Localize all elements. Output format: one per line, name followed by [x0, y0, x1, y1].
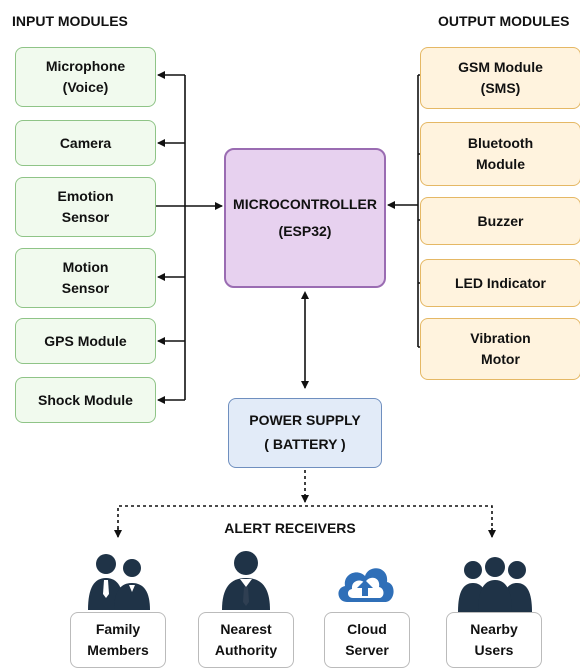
vibration-motor-module: Vibration Motor: [420, 318, 580, 380]
power-supply-box: POWER SUPPLY ( BATTERY ): [228, 398, 382, 468]
input-modules-heading: INPUT MODULES: [12, 13, 128, 29]
receiver-nearby-users: Nearby Users: [446, 612, 542, 668]
led-indicator-module: LED Indicator: [420, 259, 580, 307]
gsm-module: GSM Module (SMS): [420, 47, 580, 109]
microcontroller-label: MICROCONTROLLER: [233, 196, 377, 213]
gps-module: GPS Module: [15, 318, 156, 364]
shock-module: Shock Module: [15, 377, 156, 423]
receiver-nearest-authority: Nearest Authority: [198, 612, 294, 668]
receiver-cloud-server: Cloud Server: [324, 612, 410, 668]
emotion-sensor-module: Emotion Sensor: [15, 177, 156, 237]
microphone-module: Microphone (Voice): [15, 47, 156, 107]
microcontroller-box: MICROCONTROLLER (ESP32): [224, 148, 386, 288]
power-supply-label: POWER SUPPLY: [249, 412, 361, 429]
output-modules-heading: OUTPUT MODULES: [438, 13, 570, 29]
family-icon: [88, 554, 150, 610]
authority-icon: [222, 551, 270, 610]
alert-dotted-bus: [117, 505, 493, 535]
users-group-icon: [458, 557, 532, 612]
buzzer-module: Buzzer: [420, 197, 580, 245]
bluetooth-module: Bluetooth Module: [420, 122, 580, 186]
receiver-family-members: Family Members: [70, 612, 166, 668]
camera-module: Camera: [15, 120, 156, 166]
cloud-upload-icon: [338, 568, 394, 602]
microcontroller-model: (ESP32): [278, 223, 332, 239]
alert-receivers-title: ALERT RECEIVERS: [224, 520, 356, 536]
power-supply-battery: ( BATTERY ): [264, 436, 346, 452]
motion-sensor-module: Motion Sensor: [15, 248, 156, 308]
